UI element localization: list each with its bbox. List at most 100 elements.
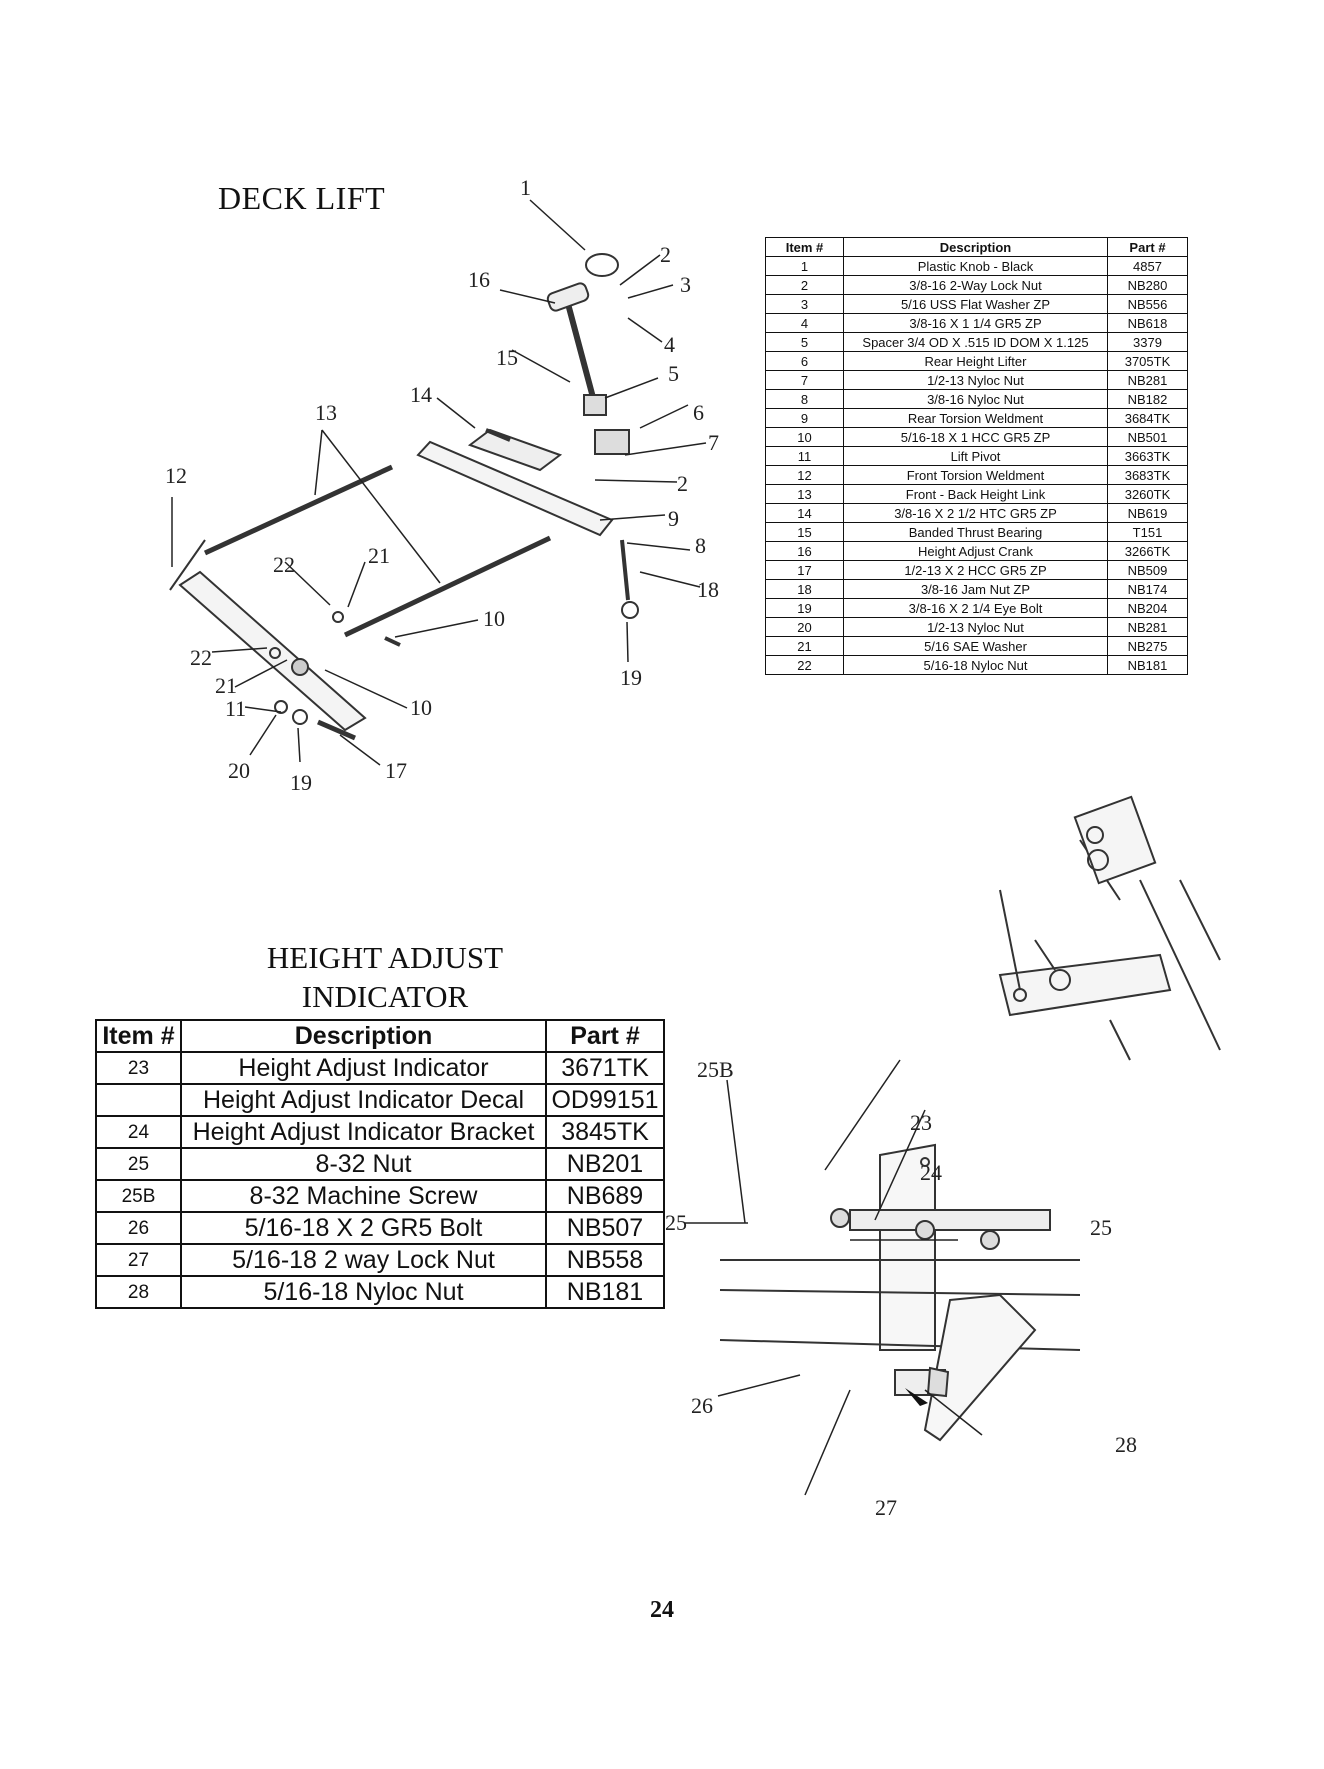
cell-description: 1/2-13 Nyloc Nut xyxy=(843,617,1108,637)
cell-item-number: 14 xyxy=(765,503,844,523)
cell-part-number: 3684TK xyxy=(1107,408,1188,428)
cell-description: Spacer 3/4 OD X .515 ID DOM X 1.125 xyxy=(843,332,1108,352)
front-torsion-left-arm xyxy=(169,539,206,591)
bolt-10 xyxy=(384,636,401,647)
cell-description: 5/16 USS Flat Washer ZP xyxy=(843,294,1108,314)
cell-item-number: 25 xyxy=(95,1147,182,1181)
cell-item-number: 2 xyxy=(765,275,844,295)
cell-part-number: NB204 xyxy=(1107,598,1188,618)
cell-part-number: NB275 xyxy=(1107,636,1188,656)
cell-item-number: 8 xyxy=(765,389,844,409)
cell-part-number: 4857 xyxy=(1107,256,1188,276)
table-header-row: Item # Description Part # xyxy=(765,237,1188,257)
callout-14: 14 xyxy=(410,382,432,407)
cell-part-number: NB281 xyxy=(1107,617,1188,637)
callout-4: 4 xyxy=(664,332,675,357)
deck-lift-diagram: 1 2 3 16 4 15 5 13 14 6 7 12 2 9 8 22 21… xyxy=(165,175,719,795)
cell-item-number: 12 xyxy=(765,465,844,485)
callout-27: 27 xyxy=(875,1495,897,1520)
cell-item-number: 1 xyxy=(765,256,844,276)
cell-item-number: 22 xyxy=(765,655,844,675)
callout-28: 28 xyxy=(1115,1432,1137,1457)
height-adjust-title-line2: INDICATOR xyxy=(301,979,469,1014)
cell-part-number: 3705TK xyxy=(1107,351,1188,371)
callout-22-lower: 22 xyxy=(190,645,212,670)
cell-part-number: NB558 xyxy=(545,1243,665,1277)
cell-description: 3/8-16 X 1 1/4 GR5 ZP xyxy=(843,313,1108,333)
cell-part-number: NB689 xyxy=(545,1179,665,1213)
eye-bolt-19-front xyxy=(292,709,308,725)
cell-item-number: 27 xyxy=(95,1243,182,1277)
callout-25-left: 25 xyxy=(665,1210,687,1235)
cell-part-number: 3266TK xyxy=(1107,541,1188,561)
column-header-item: Item # xyxy=(95,1019,182,1053)
cell-item-number: 10 xyxy=(765,427,844,447)
cell-description: Height Adjust Indicator xyxy=(180,1051,547,1085)
cell-description: Rear Torsion Weldment xyxy=(843,408,1108,428)
mount-plate xyxy=(923,1293,1037,1442)
cell-item-number: 18 xyxy=(765,579,844,599)
rear-height-lifter xyxy=(467,428,563,472)
height-adjust-indicator xyxy=(879,1143,936,1351)
cell-description: 3/8-16 2-Way Lock Nut xyxy=(843,275,1108,295)
cell-item-number: 21 xyxy=(765,636,844,656)
cell-item-number: 23 xyxy=(95,1051,182,1085)
cell-description: 3/8-16 X 2 1/2 HTC GR5 ZP xyxy=(843,503,1108,523)
cell-description: 3/8-16 Jam Nut ZP xyxy=(843,579,1108,599)
cell-description: Front - Back Height Link xyxy=(843,484,1108,504)
callout-2-top: 2 xyxy=(660,242,671,267)
callout-19-bottom: 19 xyxy=(290,770,312,795)
cell-description: Height Adjust Crank xyxy=(843,541,1108,561)
cell-description: 5/16 SAE Washer xyxy=(843,636,1108,656)
height-link-lower xyxy=(343,535,552,638)
bolt-17 xyxy=(317,719,356,741)
cell-description: Banded Thrust Bearing xyxy=(843,522,1108,542)
callout-1: 1 xyxy=(520,175,531,200)
callout-12: 12 xyxy=(165,463,187,488)
cell-item-number: 16 xyxy=(765,541,844,561)
cell-part-number: NB556 xyxy=(1107,294,1188,314)
page-number: 24 xyxy=(650,1597,674,1623)
height-adjust-title: HEIGHT ADJUST INDICATOR xyxy=(200,938,570,1016)
indicator-assembly-view xyxy=(719,1143,1081,1442)
eye-bolt-eye xyxy=(621,601,639,619)
cell-description: Lift Pivot xyxy=(843,446,1108,466)
cell-item-number: 4 xyxy=(765,313,844,333)
height-link-upper xyxy=(203,464,394,556)
cell-part-number: NB201 xyxy=(545,1147,665,1181)
cell-description: Height Adjust Indicator Bracket xyxy=(180,1115,547,1149)
callout-21-lower: 21 xyxy=(215,673,237,698)
cell-part-number: 3845TK xyxy=(545,1115,665,1149)
cell-part-number: T151 xyxy=(1107,522,1188,542)
cell-part-number: 3683TK xyxy=(1107,465,1188,485)
callout-5: 5 xyxy=(668,361,679,386)
callout-21-upper: 21 xyxy=(368,543,390,568)
column-header-description: Description xyxy=(843,237,1108,257)
cell-item-number: 26 xyxy=(95,1211,182,1245)
callout-25b: 25B xyxy=(697,1057,734,1082)
cell-description: 3/8-16 Nyloc Nut xyxy=(843,389,1108,409)
cell-part-number: NB174 xyxy=(1107,579,1188,599)
cell-description: 8-32 Nut xyxy=(180,1147,547,1181)
callout-18: 18 xyxy=(697,577,719,602)
cell-description: 5/16-18 2 way Lock Nut xyxy=(180,1243,547,1277)
cell-part-number: 3260TK xyxy=(1107,484,1188,504)
cell-item-number: 24 xyxy=(95,1115,182,1149)
callout-9: 9 xyxy=(668,506,679,531)
height-adjust-diagram: 25B 23 24 25 25 26 28 27 xyxy=(665,795,1221,1520)
